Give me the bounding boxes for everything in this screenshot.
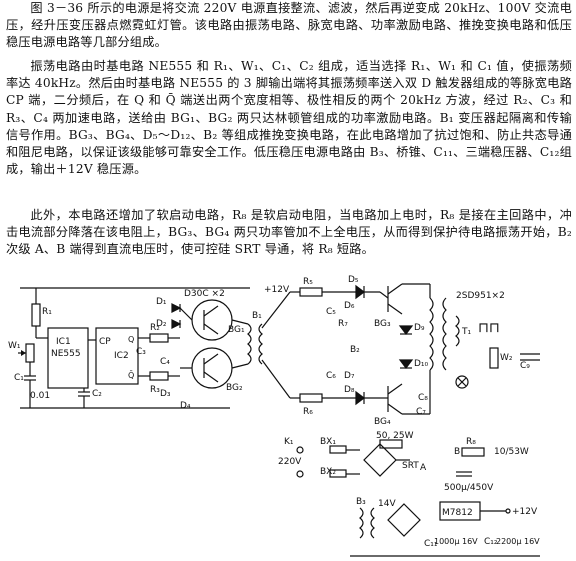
d10-label: D₁₀	[414, 359, 429, 369]
d1-label: D₁	[156, 297, 167, 307]
c500-label: 500μ/450V	[444, 483, 494, 493]
a-label: A	[420, 463, 427, 473]
d3-label: D₃	[160, 389, 171, 399]
cp-label: CP	[99, 337, 111, 347]
w2-label: W₂	[500, 353, 513, 363]
ic1-block	[47, 327, 89, 389]
c8-label: C₈	[418, 393, 428, 403]
c7-label: C₇	[416, 407, 426, 417]
c9-label: C₉	[520, 361, 530, 371]
plus12-label: +12V	[264, 285, 290, 295]
bx1-label: BX₁	[320, 437, 336, 447]
bx2-label: BX₂	[320, 467, 336, 477]
part-2sd951-label: 2SD951×2	[456, 291, 505, 301]
bg4-label: BG₄	[374, 417, 391, 427]
d6-label: D₆	[344, 301, 355, 311]
paragraph-intro: 图 3－36 所示的电源是将交流 220V 电源直接整流、滤波，然后再逆变成 2…	[6, 1, 572, 50]
b1-primary	[247, 323, 252, 365]
bg2-transistor	[191, 347, 233, 389]
d9-label: D₉	[414, 323, 425, 333]
ic1-label: IC1	[56, 337, 71, 347]
c1-value: 0.01	[30, 391, 50, 401]
bg3-label: BG₃	[374, 319, 391, 329]
r1-label: R₁	[42, 307, 52, 317]
t1-coil	[455, 315, 460, 347]
square-wave-glyph: ⊓⊓	[478, 320, 500, 336]
bridge-rectifier	[363, 443, 397, 477]
b2-secondary	[442, 297, 447, 371]
bg1-label: BG₁	[228, 325, 245, 335]
paragraph-oscillator: 振荡电路由时基电路 NE555 和 R₁、W₁、C₁、C₂ 组成，适当选择 R₁…	[6, 59, 572, 177]
r6-label: R₆	[303, 407, 313, 417]
t1-label: T₁	[461, 327, 471, 337]
qbar-label: Q̄	[128, 370, 134, 380]
ic2-block	[95, 327, 139, 385]
c12-label: C₁₂	[484, 537, 498, 547]
r8-label: R₈	[466, 437, 476, 447]
c1-label: C₁	[14, 373, 24, 383]
c6-label: C₆	[326, 371, 336, 381]
b3-secondary	[370, 507, 375, 539]
circuit-schematic: IC1 NE555 R₁ W₁ C₁ 0.01 C₂ CP IC2 Q Q̄ R…	[8, 275, 540, 557]
c11-value: 1000μ 16V	[434, 537, 478, 546]
d2-label: D₂	[156, 319, 167, 329]
d30c-label: D30C ×2	[184, 289, 225, 299]
w1-label: W₁	[8, 341, 21, 351]
b1-label: B₁	[252, 311, 262, 321]
q-label: Q	[128, 335, 134, 344]
d7-label: D₇	[344, 371, 355, 381]
r2-label: R₂	[150, 323, 160, 333]
out12-label: +12V	[512, 507, 538, 517]
d4-label: D₄	[180, 401, 191, 411]
v220-label: 220V	[278, 457, 302, 467]
c3-label: C₃	[136, 347, 146, 357]
v14-label: 14V	[378, 499, 396, 509]
b3-primary	[359, 507, 364, 539]
b2-label: B₂	[350, 345, 360, 355]
r3-label: R₃	[150, 385, 160, 395]
b-label: B	[454, 447, 460, 457]
r5-label: R₅	[303, 277, 313, 287]
r1-resistor	[31, 303, 41, 327]
d5-label: D₅	[348, 275, 359, 285]
c12-value: 2200μ 16V	[496, 537, 540, 546]
k1-label: K₁	[284, 437, 294, 447]
ne555-label: NE555	[51, 349, 81, 359]
low-voltage-bridge	[387, 503, 421, 537]
c2-label: C₂	[92, 389, 102, 399]
bg2-label: BG₂	[226, 383, 243, 393]
b3-label: B₃	[356, 497, 366, 507]
c5-label: C₅	[326, 307, 336, 317]
c11-label: C₁₁	[424, 539, 438, 549]
b1-secondary	[258, 323, 263, 365]
r50-label: 50, 25W	[376, 431, 414, 441]
r7-label: R₇	[338, 319, 348, 329]
srt-label: SRT	[402, 461, 419, 471]
ic2-label: IC2	[114, 351, 129, 361]
paragraph-soft-start: 此外，本电路还增加了软启动电路，R₈ 是软启动电阻，当电路加上电时，R₈ 是接在…	[6, 208, 572, 257]
m7812-label: M7812	[442, 508, 473, 518]
c4-label: C₄	[160, 357, 170, 367]
b2-primary	[429, 297, 434, 371]
r1053-label: 10/53W	[494, 447, 529, 457]
d8-label: D₈	[344, 385, 355, 395]
bg1-transistor	[191, 299, 233, 341]
